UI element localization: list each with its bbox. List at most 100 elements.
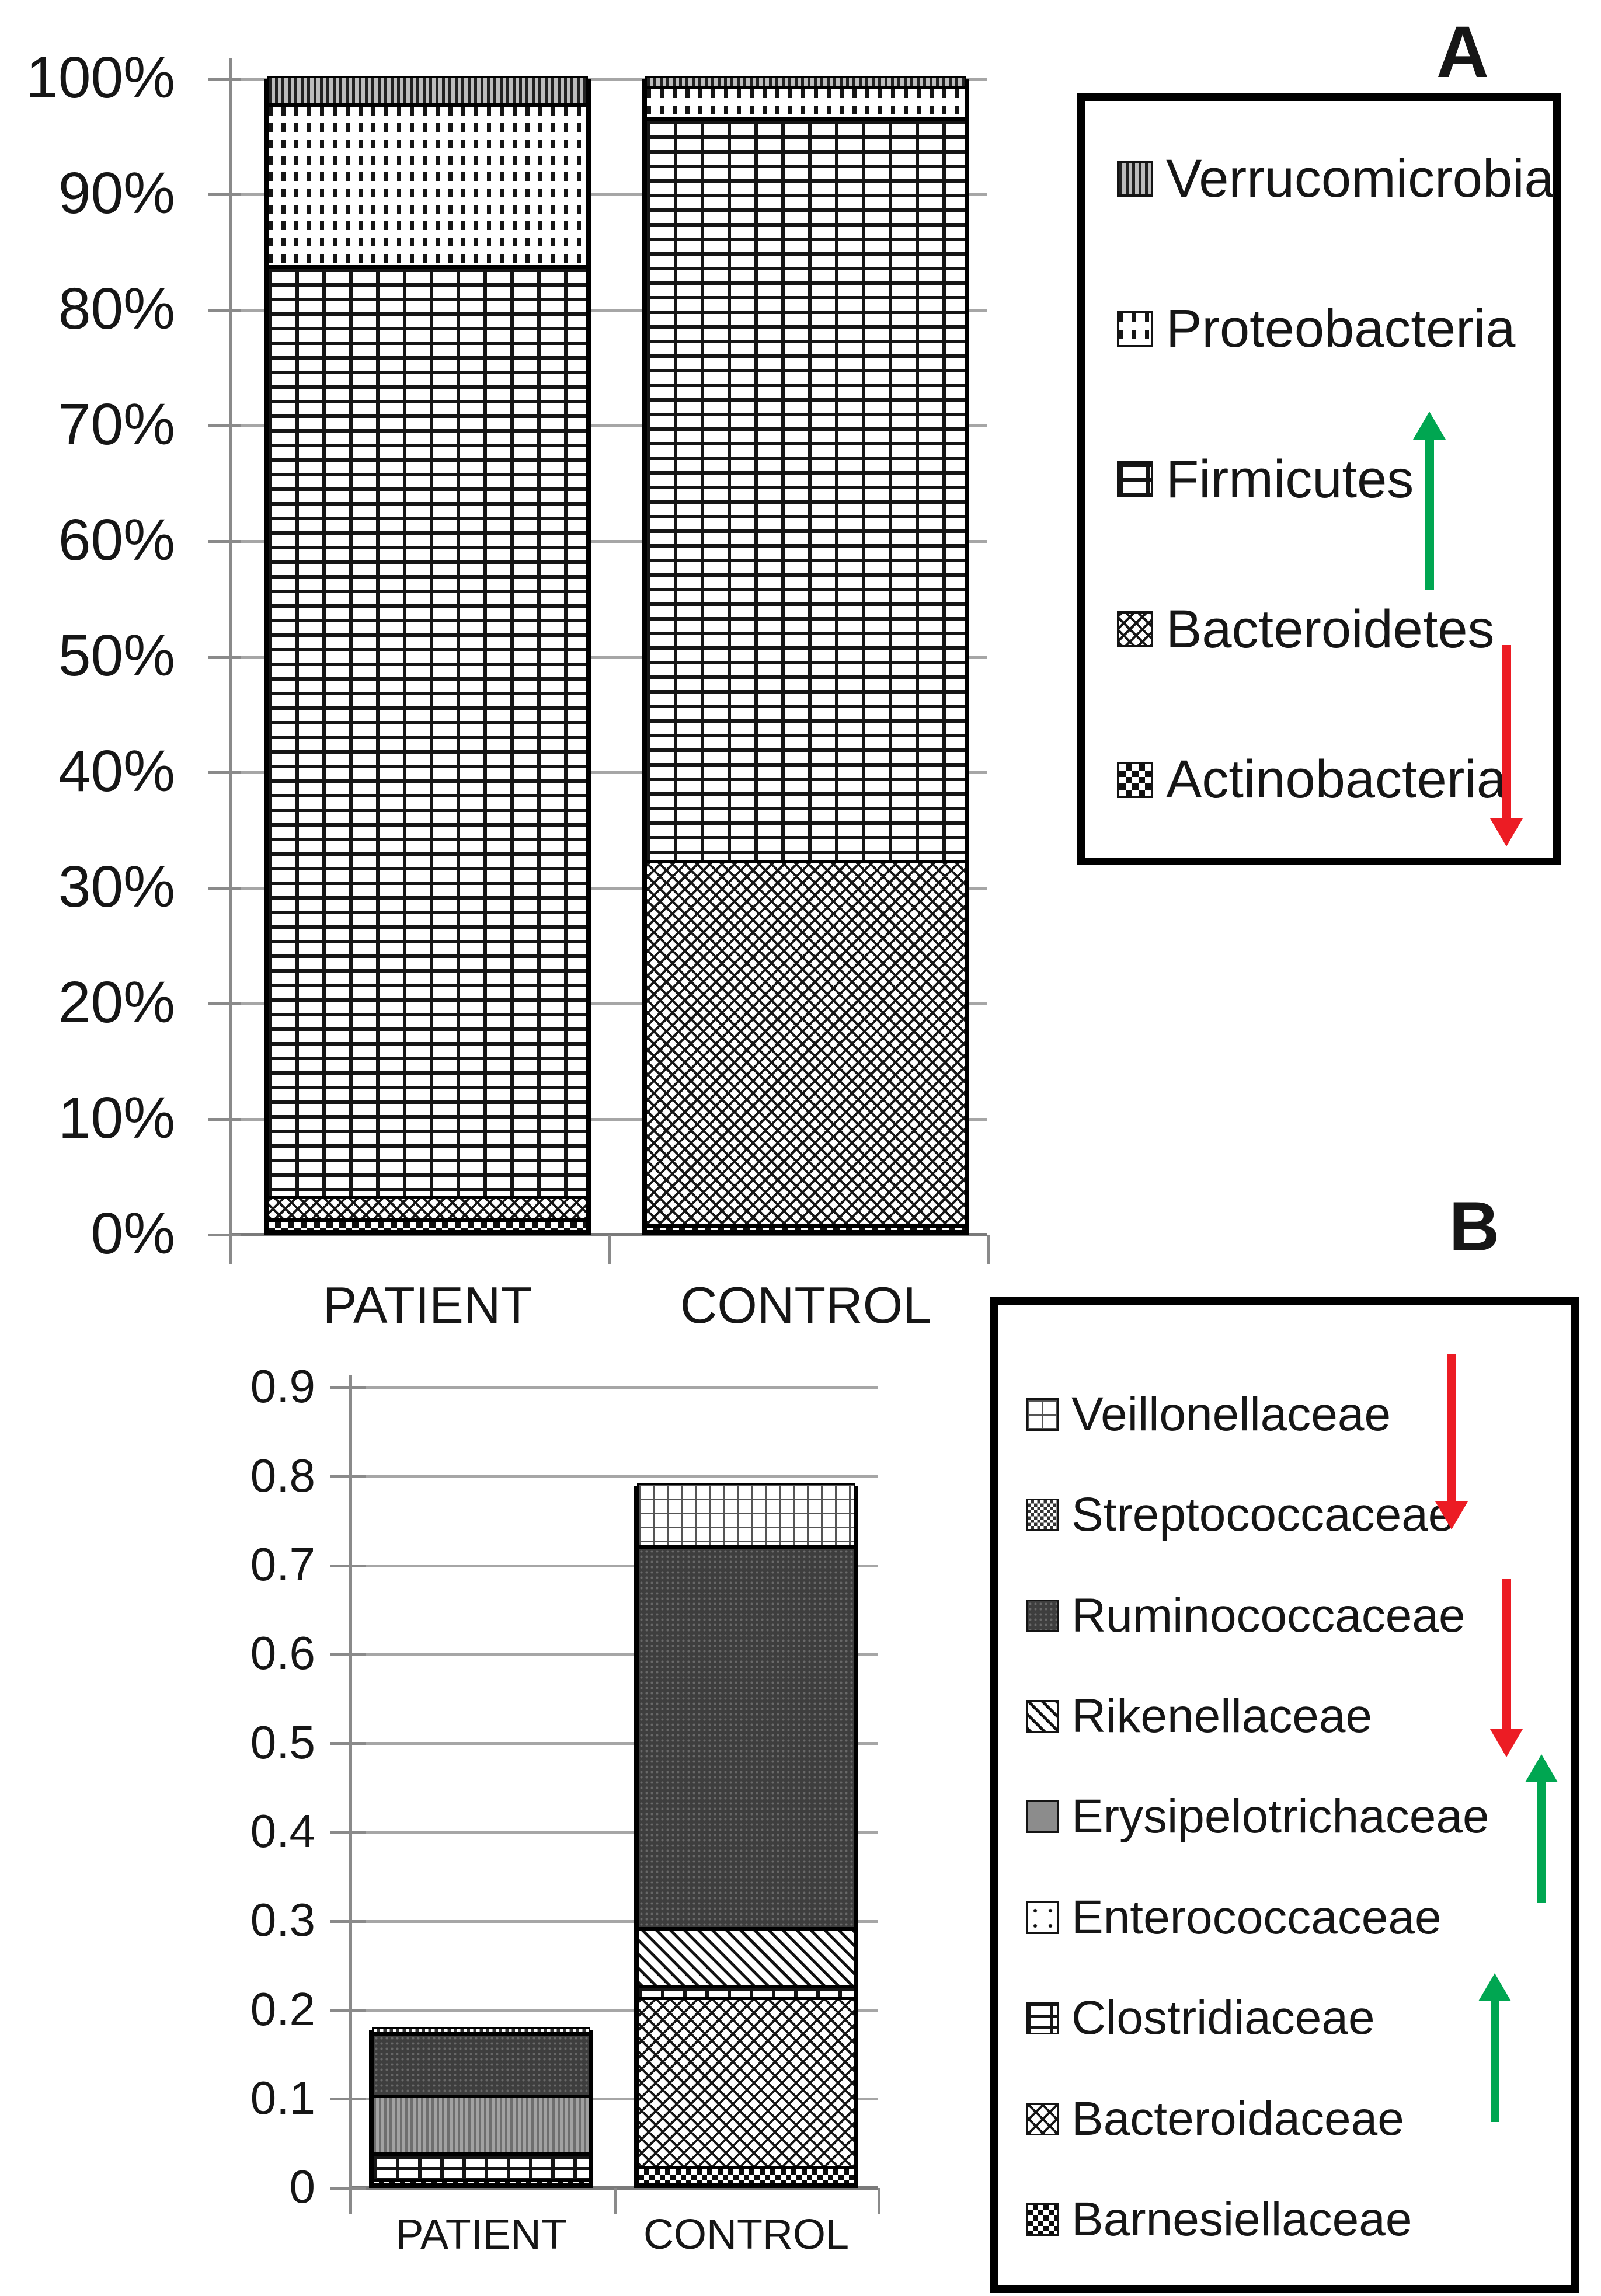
gridline (229, 424, 987, 427)
y-tick-label: 0 (289, 2161, 316, 2213)
bacteroidetes-trend-down-arrow-icon (1490, 645, 1523, 846)
stacked-bar-control (642, 76, 969, 1235)
segment-barnesiellaceae (637, 2167, 855, 2185)
legend-item-verrucomicrobia: Verrucomicrobia (1117, 151, 1554, 207)
segment-barnesiellaceae (372, 2180, 590, 2185)
legend-item-rikenellaceae: Rikenellaceae (1026, 1691, 1562, 1741)
y-tick-label: 50% (58, 623, 175, 688)
segment-veillonellaceae (637, 1482, 855, 1547)
y-axis-line (229, 58, 232, 1264)
y-axis-tick (208, 1234, 241, 1236)
x-axis-tick (229, 1235, 232, 1264)
legend-item-label: Proteobacteria (1166, 299, 1516, 359)
rikenellaceae-swatch-icon (1026, 1700, 1059, 1733)
y-axis-tick (208, 1002, 241, 1005)
stacked-bar-patient (264, 76, 591, 1235)
legend-item-clostridiaceae: Clostridiaceae (1026, 1993, 1562, 2043)
veillonellaceae-swatch-icon (1026, 1398, 1059, 1431)
x-axis-baseline (349, 2186, 878, 2190)
gridline (349, 1653, 878, 1656)
chart-b-category-label-patient: PATIENT (395, 2211, 567, 2258)
gridline (229, 1002, 987, 1005)
x-axis-tick (349, 2188, 352, 2214)
y-axis-tick (330, 1919, 366, 1923)
gridline (349, 1742, 878, 1745)
ruminococcaceae-swatch-icon (1026, 1599, 1059, 1632)
gridline (229, 540, 987, 543)
actinobacteria-swatch-icon (1117, 761, 1153, 798)
y-tick-label: 20% (58, 970, 175, 1035)
y-axis-tick (330, 1564, 366, 1567)
legend-item-label: Clostridiaceae (1071, 1991, 1375, 2045)
segment-erysipelotrichaceae (372, 2096, 590, 2154)
gridline (229, 78, 987, 81)
legend-item-bacteroidetes: Bacteroidetes (1117, 601, 1544, 658)
legend-item-erysipelotrichaceae: Erysipelotrichaceae (1026, 1792, 1562, 1842)
segment-proteobacteria (645, 87, 966, 120)
y-axis-tick (208, 309, 241, 312)
legend-item-enterococcaceae: Enterococcaceae (1026, 1890, 1562, 1944)
gridline (349, 1831, 878, 1834)
bacteroidaceae-swatch-icon (1026, 2102, 1059, 2135)
y-axis-tick (330, 2186, 366, 2190)
legend-item-label: Bacteroidaceae (1071, 2092, 1404, 2145)
y-tick-label: 60% (58, 507, 175, 573)
legend-item-label: Verrucomicrobia (1166, 149, 1554, 208)
gridline (349, 1564, 878, 1567)
y-axis-tick (330, 1475, 366, 1479)
y-tick-label: 0.6 (250, 1627, 315, 1680)
gridline (229, 193, 987, 196)
y-tick-label: 0% (91, 1201, 175, 1266)
y-tick-label: 90% (58, 161, 175, 226)
y-axis-tick (330, 2098, 366, 2101)
enterococcaceae-swatch-icon (1026, 1901, 1059, 1934)
segment-streptococcaceae (372, 2026, 590, 2034)
x-axis-tick (987, 1235, 990, 1264)
legend-item-proteobacteria: Proteobacteria (1117, 301, 1544, 357)
y-axis-tick (208, 771, 241, 774)
gridline (229, 1118, 987, 1121)
y-axis-line (349, 1375, 352, 2214)
legend-item-bacteroidaceae: Bacteroidaceae (1026, 2092, 1562, 2145)
y-axis-tick (330, 1742, 366, 1745)
y-tick-label: 40% (58, 738, 175, 804)
segment-bacteroidetes (645, 862, 966, 1227)
legend-item-label: Erysipelotrichaceae (1071, 1790, 1489, 1844)
segment-verrucomicrobia (645, 76, 966, 88)
legend-item-streptococcaceae: Streptococcaceae (1026, 1490, 1562, 1540)
y-axis-tick (330, 1831, 366, 1834)
legend-item-label: Enterococcaceae (1071, 1890, 1442, 1944)
segment-bacteroidaceae (637, 1998, 855, 2168)
y-tick-label: 0.8 (250, 1449, 315, 1501)
gridline (229, 771, 987, 774)
segment-firmicutes (645, 119, 966, 862)
y-tick-label: 30% (58, 854, 175, 919)
firmicutes-trend-up-arrow-icon (1413, 412, 1446, 590)
legend-item-label: Veillonellaceae (1071, 1388, 1391, 1441)
y-axis-tick (208, 1118, 241, 1121)
x-axis-tick (614, 2188, 617, 2214)
x-axis-tick (608, 1235, 611, 1264)
y-axis-tick (208, 887, 241, 890)
stacked-bar-patient (369, 2026, 593, 2188)
erysipelotrichaceae-trend-up-arrow-icon (1525, 1754, 1558, 1903)
proteobacteria-swatch-icon (1117, 311, 1153, 347)
legend-item-label: Barnesiellaceae (1071, 2192, 1412, 2246)
y-axis-tick (208, 656, 241, 659)
y-tick-label: 0.7 (250, 1538, 315, 1590)
firmicutes-swatch-icon (1117, 461, 1153, 497)
veillonellaceae-trend-down-arrow-icon (1435, 1354, 1468, 1529)
segment-verrucomicrobia (267, 76, 588, 105)
y-tick-label: 100% (26, 45, 175, 110)
y-tick-label: 0.2 (250, 1983, 315, 2035)
legend-item-veillonellaceae: Veillonellaceae (1026, 1389, 1562, 1440)
y-tick-label: 80% (58, 276, 175, 342)
gridline (349, 1919, 878, 1923)
verrucomicrobia-swatch-icon (1117, 161, 1153, 197)
gridline (349, 1386, 878, 1389)
legend-item-label: Firmicutes (1166, 449, 1414, 509)
legend-item-label: Rikenellaceae (1071, 1689, 1373, 1743)
